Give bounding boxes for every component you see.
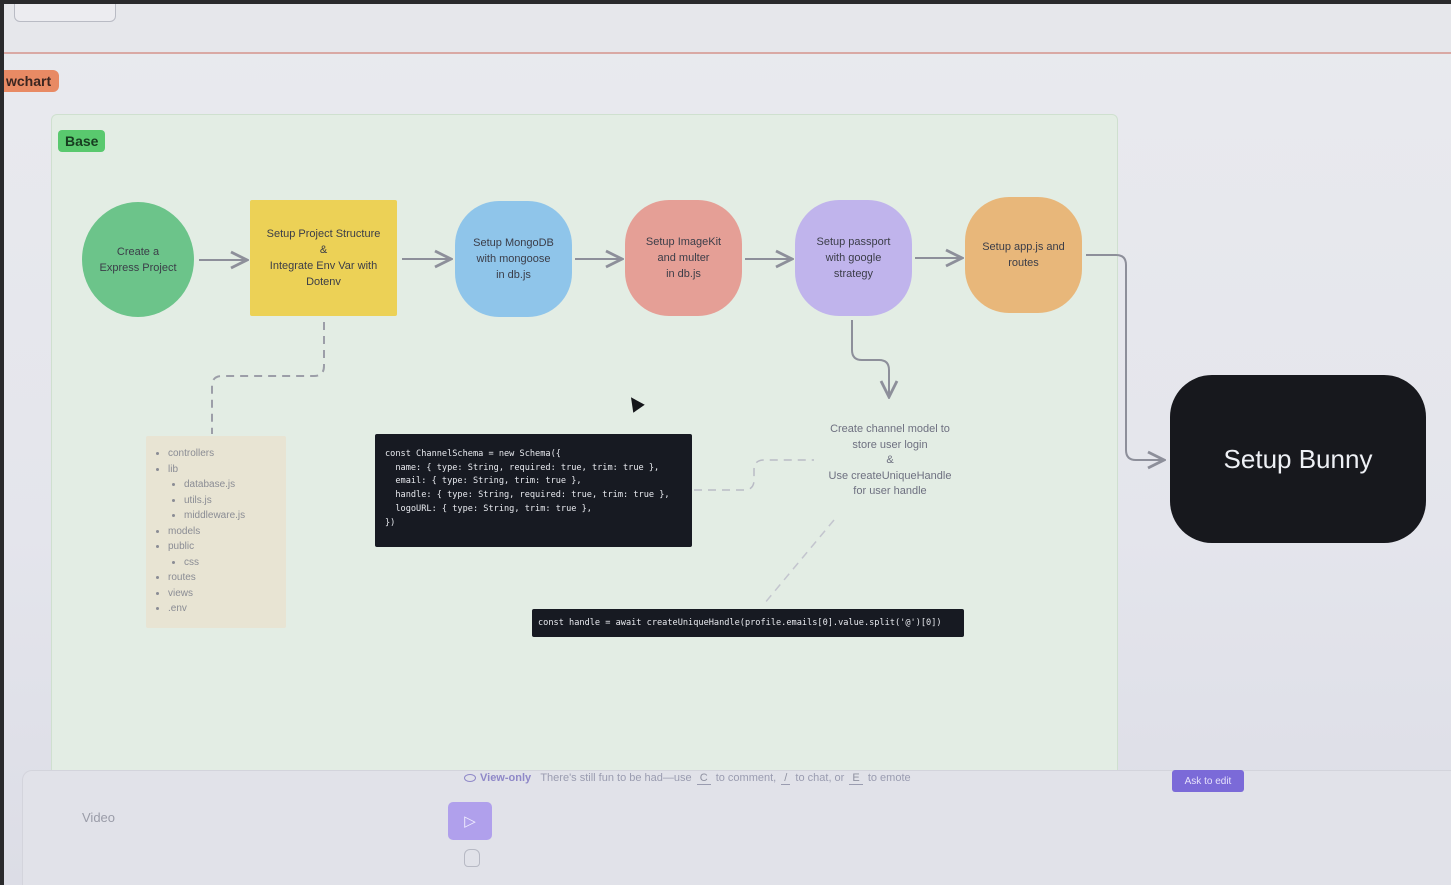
key-comment: C [696,772,711,785]
arrow-to-bunny [1086,254,1164,460]
play-icon: ▷ [464,813,476,830]
arrow-to-note [851,320,889,397]
node-passport[interactable]: Setup passport with google strategy [795,200,912,316]
code-block-schema[interactable]: const ChannelSchema = new Schema({ name:… [375,434,692,547]
view-only-label: View-only [480,772,532,784]
dashed-to-tree [211,322,325,434]
tree-item: public [168,539,286,555]
view-only-banner: View-only There's still fun to be had—us… [464,772,911,785]
hand-icon[interactable] [464,849,480,867]
node-mongodb[interactable]: Setup MongoDB with mongoose in db.js [455,201,572,317]
top-tab[interactable] [14,4,116,22]
node-app-routes[interactable]: Setup app.js and routes [965,197,1082,313]
play-button[interactable]: ▷ [448,802,492,840]
code-block-handle[interactable]: const handle = await createUniqueHandle(… [532,609,964,637]
dashed-code-to-note [694,459,814,491]
node-project-structure[interactable]: Setup Project Structure & Integrate Env … [250,200,397,316]
dashed-note-to-code [763,519,835,605]
node-imagekit[interactable]: Setup ImageKit and multer in db.js [625,200,742,316]
top-strip [4,4,1451,54]
channel-model-note[interactable]: Create channel model to store user login… [828,423,952,498]
tree-item: utils.js [184,493,286,509]
tree-item: controllers [168,446,286,462]
tree-item: routes [168,570,286,586]
hint-prefix: There's still fun to be had—use [540,772,692,784]
key-chat: / [781,772,791,785]
tree-item: models [168,524,286,540]
hint-comment: to comment, [715,772,777,784]
tree-item: .env [168,601,286,617]
connector-layer [199,4,1451,605]
tree-item: middleware.js [184,508,286,524]
folder-structure-note[interactable]: controllers lib database.js utils.js mid… [146,436,286,628]
tree-item: css [184,555,286,571]
eye-icon [464,774,476,783]
frame-title[interactable]: wchart [4,70,60,92]
ask-to-edit-button[interactable]: Ask to edit [1172,770,1244,792]
bottom-toolbar [22,770,1451,885]
tree-item: views [168,586,286,602]
node-setup-bunny[interactable]: Setup Bunny [1170,375,1426,543]
section-label[interactable]: Base [58,130,106,152]
key-emote: E [849,772,863,785]
hint-chat: to chat, or [795,772,845,784]
video-input[interactable]: Video [82,810,116,825]
screen: wchart Base Create a Express Project Set… [4,4,1451,885]
hint-emote: to emote [867,772,911,784]
node-create-express[interactable]: Create a Express Project [82,202,194,317]
tree-item: database.js [184,477,286,493]
tree-item: lib [168,462,286,478]
